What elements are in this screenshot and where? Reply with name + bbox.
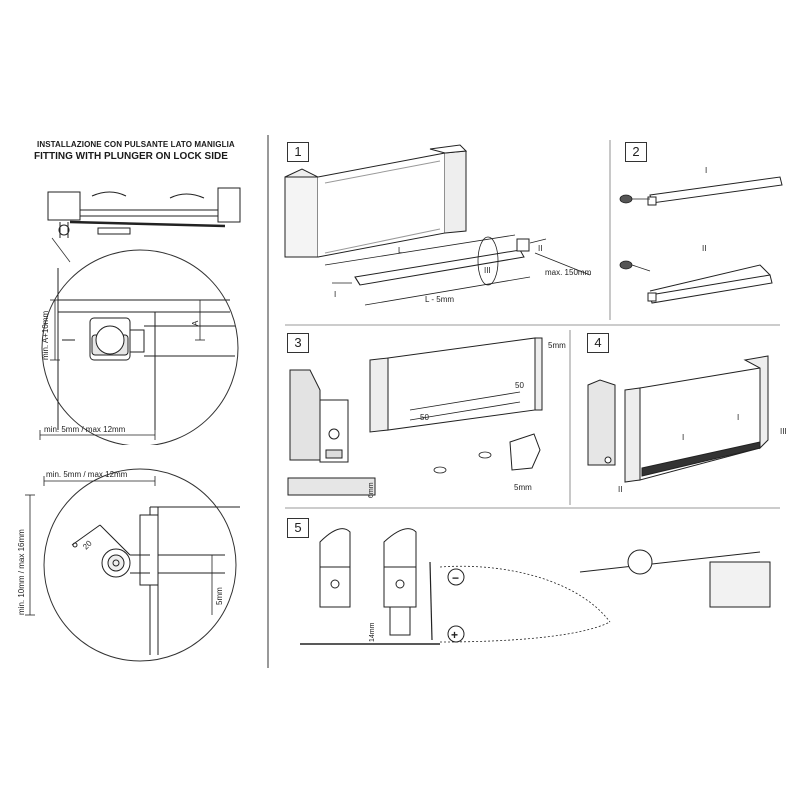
step-2-diagram: I II: [619, 166, 783, 304]
step-3-number: 3: [287, 333, 309, 353]
plunger-detail: [57, 268, 235, 430]
plus-circle: [447, 625, 465, 643]
step-1-number: 1: [287, 142, 309, 162]
step3-50b: 50: [515, 381, 524, 390]
step1-L5: L - 5mm: [425, 295, 454, 304]
step2-II: II: [702, 244, 706, 253]
step3-50a: 50: [420, 413, 429, 422]
dim-10-16-label: min. 10mm / max 16mm: [17, 529, 26, 615]
step4-I-b: I: [737, 413, 739, 422]
step4-I-a: I: [682, 433, 684, 442]
dim-5-12-top-label: min. 5mm / max 12mm: [44, 425, 126, 434]
dim-minA10-label: min. A+10mm: [41, 311, 50, 360]
step1-I: I: [334, 290, 336, 299]
dim-20-label: 20: [81, 538, 94, 551]
title-italian: INSTALLAZIONE CON PULSANTE LATO MANIGLIA: [37, 140, 235, 149]
step3-5mm-top: 5mm: [548, 341, 566, 350]
step1-II: II: [538, 244, 542, 253]
title-english: FITTING WITH PLUNGER ON LOCK SIDE: [34, 151, 228, 162]
step-5-number: 5: [287, 518, 309, 538]
step5-14mm: 14mm: [369, 622, 376, 642]
step4-III: III: [780, 427, 787, 436]
dim-5-12-bottom-label: min. 5mm / max 12mm: [46, 470, 128, 479]
left-bottom-diagram: min. 5mm / max 12mm min. 10mm / max 16mm…: [17, 468, 240, 662]
step-2-number: 2: [625, 142, 647, 162]
minus-circle: [447, 568, 465, 586]
dimension-lines: [39, 299, 205, 440]
dim-A-label: A: [191, 320, 200, 326]
dim-5mm-label: 5mm: [215, 587, 224, 605]
step-4-number: 4: [587, 333, 609, 353]
dimension-lines-2: [25, 476, 213, 616]
step1-max150: max. 150mm: [545, 268, 592, 277]
step3-5mm-bottom: 5mm: [514, 483, 532, 492]
magnifier-circle: [41, 249, 239, 445]
step5-plus: +: [451, 628, 458, 642]
step2-I: I: [705, 166, 707, 175]
step4-II: II: [618, 485, 622, 494]
step-4-diagram: I I II III: [587, 355, 787, 494]
magnifier-circle-2: [43, 468, 237, 662]
door-handle-sketch: [47, 187, 241, 238]
left-top-diagram: A min. A+10mm min. 5mm / max 12mm: [39, 187, 241, 445]
step1-L: L: [398, 246, 403, 255]
step-1-diagram: L L - 5mm max. 150mm I II III: [284, 144, 592, 306]
step-5-diagram: − + 14mm: [300, 528, 771, 645]
step1-III: III: [484, 266, 491, 275]
plunger-detail-2: [71, 506, 240, 655]
step-3-diagram: 5mm 50 50 5mm 6mm: [287, 337, 566, 498]
step3-6mm: 6mm: [368, 482, 375, 498]
step5-minus: −: [452, 571, 459, 585]
